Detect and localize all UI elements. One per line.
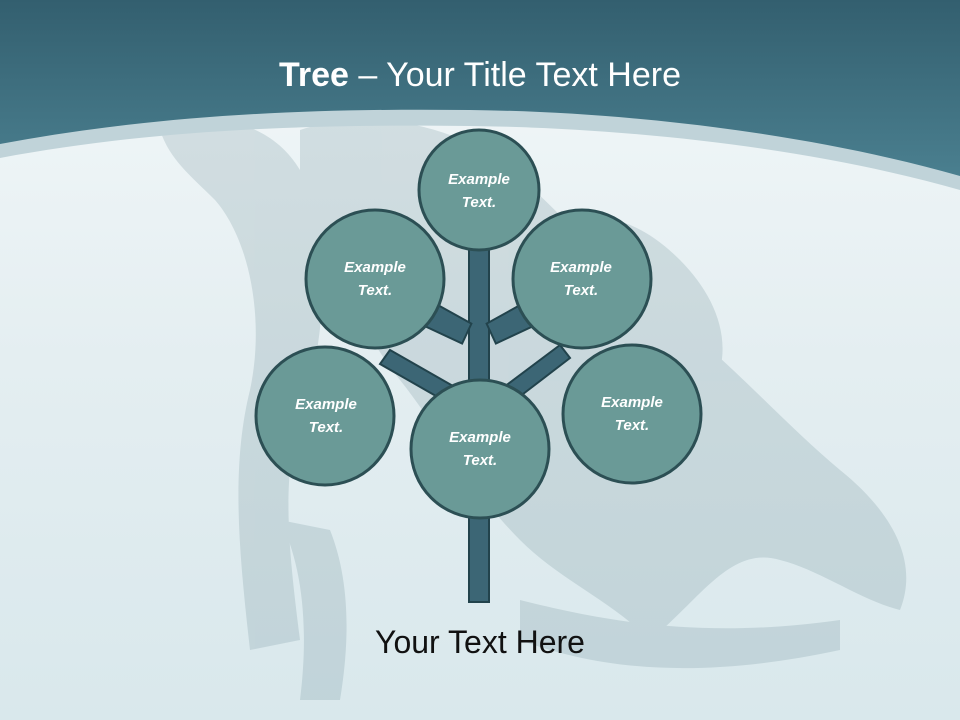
node-label-line1: Example [448, 171, 510, 188]
tree-node-upper-right [511, 208, 653, 350]
node-label-line2: Text. [614, 417, 650, 434]
node-label-line2: Text. [357, 282, 393, 299]
node-label-lower-right: Example Text. [572, 391, 692, 437]
node-label-upper-right: Example Text. [521, 256, 641, 302]
slide-title: Tree – Your Title Text Here [0, 52, 960, 98]
tree-node-lower-right [561, 343, 703, 485]
node-label-center: Example Text. [420, 426, 540, 472]
title-dash: – [348, 56, 387, 94]
node-label-line2: Text. [308, 419, 344, 436]
tree-node-upper-left [304, 208, 446, 350]
node-label-line1: Example [449, 429, 511, 446]
node-label-lower-left: Example Text. [266, 393, 386, 439]
header-band [0, 0, 960, 176]
node-label-line1: Example [550, 259, 612, 276]
node-label-top: Example Text. [419, 168, 539, 214]
tree-node-lower-left [254, 345, 396, 487]
node-label-line2: Text. [461, 194, 497, 211]
footer-text: Your Text Here [375, 624, 585, 660]
tree-node-top [417, 128, 541, 252]
title-rest: Your Title Text Here [386, 56, 681, 94]
node-label-line1: Example [344, 259, 406, 276]
node-label-line1: Example [601, 394, 663, 411]
node-label-line2: Text. [462, 452, 498, 469]
title-bold-word: Tree [279, 56, 349, 94]
tree-node-center [409, 378, 551, 520]
node-label-line2: Text. [563, 282, 599, 299]
node-label-upper-left: Example Text. [315, 256, 435, 302]
node-label-line1: Example [295, 396, 357, 413]
